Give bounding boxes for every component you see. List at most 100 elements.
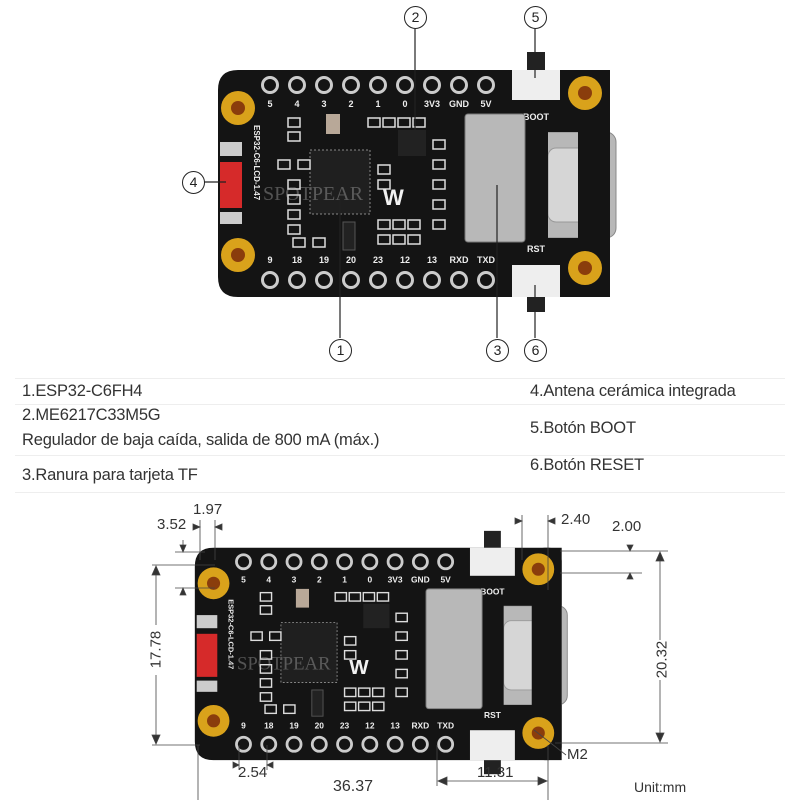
board-model-label: ESP32-C6-LCD-1.47 [252, 125, 261, 201]
callout-3: 3 [486, 339, 509, 362]
passive-component [259, 591, 273, 602]
passive-component [287, 179, 301, 190]
passive-component [287, 117, 301, 128]
boot-button [512, 70, 560, 100]
pin-label-bottom: 9 [241, 720, 246, 730]
header-pin-top [260, 553, 278, 571]
pin-label-top: 1 [342, 574, 347, 584]
feature-1: 1.ESP32-C6FH4 [22, 382, 143, 400]
passive-component [407, 219, 421, 230]
ceramic-antenna [220, 162, 242, 208]
passive-component [348, 591, 362, 602]
mounting-hole-center [578, 261, 592, 275]
pin-label-bottom: 18 [264, 720, 274, 730]
antenna-pad [196, 615, 218, 629]
callout-6: 6 [524, 339, 547, 362]
waveshare-logo: W [349, 656, 369, 679]
passive-component [259, 649, 273, 660]
rst-button [512, 265, 560, 297]
passive-component [377, 179, 391, 190]
pin-label-bottom: 12 [365, 720, 375, 730]
passive-component [287, 224, 301, 235]
waveshare-logo: W [383, 185, 404, 210]
header-pin-top [386, 553, 404, 571]
passive-component [395, 687, 408, 698]
feature-6: 6.Botón RESET [530, 456, 644, 474]
passive-component [377, 219, 391, 230]
rst-button [469, 730, 515, 761]
pin-label-bottom: 19 [319, 255, 329, 265]
header-pin-bottom [450, 271, 468, 289]
header-pin-bottom [369, 271, 387, 289]
passive-component [250, 631, 263, 642]
feature-4: 4.Antena cerámica integrada [530, 382, 736, 400]
pin-label-top: 5 [241, 574, 246, 584]
header-pin-bottom [477, 271, 495, 289]
pcb-right-edge [578, 70, 610, 297]
antenna-pad [220, 142, 242, 156]
pin-label-top: 0 [402, 99, 407, 109]
header-pin-top [235, 553, 252, 571]
pin-label-bottom: 20 [346, 255, 356, 265]
esp32-chip [280, 622, 338, 683]
passive-component [367, 117, 381, 128]
pin-label-top: 3 [292, 574, 297, 584]
header-pin-bottom [315, 271, 333, 289]
pin-label-bottom: 19 [289, 720, 299, 730]
passive-component [259, 678, 273, 688]
passive-component [377, 164, 391, 175]
header-pin-top [285, 553, 303, 571]
passive-component [407, 234, 421, 245]
crystal [326, 114, 340, 134]
tf-card-slot [464, 113, 526, 243]
header-pin-top [437, 553, 455, 571]
pin-label-bottom: 23 [340, 720, 350, 730]
pin-label-top: 2 [348, 99, 353, 109]
pin-label-bottom: 13 [427, 255, 437, 265]
pin-label-top: 4 [266, 574, 271, 584]
pin-label-top: 0 [367, 574, 372, 584]
crystal [295, 588, 310, 608]
passive-component [432, 199, 446, 210]
pin-label-top: 5V [480, 99, 491, 109]
passive-component [297, 159, 311, 170]
passive-component [264, 704, 277, 715]
passive-component [287, 209, 301, 220]
header-pin-top [450, 76, 468, 94]
tf-card-slot [425, 588, 483, 710]
passive-component [362, 591, 376, 602]
header-pin-bottom [411, 735, 429, 753]
header-pin-bottom [423, 271, 441, 289]
feature-2: 2.ME6217C33M5G [22, 406, 161, 424]
header-pin-top [423, 76, 441, 94]
pcb-right-edge [531, 547, 562, 761]
transistor [342, 221, 356, 251]
pin-label-bottom: 13 [390, 720, 400, 730]
header-pin-bottom [396, 271, 414, 289]
passive-component [357, 687, 371, 698]
rst-label: RST [527, 244, 546, 254]
pin-label-top: 3 [321, 99, 326, 109]
pin-label-bottom: TXD [437, 720, 454, 730]
header-pin-bottom [310, 735, 328, 753]
passive-component [392, 219, 406, 230]
passive-component [395, 649, 408, 660]
ceramic-antenna [196, 633, 218, 677]
pin-label-bottom: TXD [477, 255, 496, 265]
passive-component [412, 117, 426, 128]
passive-component [343, 649, 357, 660]
passive-component [432, 179, 446, 190]
transistor [311, 689, 324, 717]
passive-component [287, 194, 301, 205]
mounting-hole-center [231, 101, 245, 115]
pin-label-top: 1 [375, 99, 380, 109]
dim-36-37: 36.37 [333, 778, 374, 795]
header-pin-bottom [336, 735, 353, 753]
pin-label-bottom: RXD [411, 720, 429, 730]
header-pin-top [315, 76, 333, 94]
hole-size-label: M2 [567, 746, 588, 763]
header-pin-bottom [386, 735, 404, 753]
passive-component [395, 668, 408, 679]
passive-component [382, 117, 396, 128]
